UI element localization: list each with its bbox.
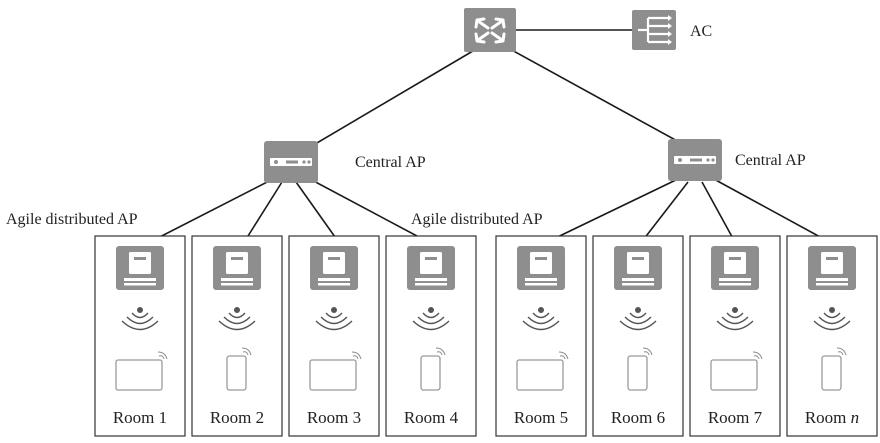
room-box: Room 2 bbox=[191, 235, 283, 437]
agile-ap-icon bbox=[310, 246, 358, 290]
room-label-text: Room 4 bbox=[404, 408, 459, 427]
tablet-icon bbox=[516, 351, 569, 391]
room-box: Room n bbox=[786, 235, 878, 437]
phone-icon bbox=[627, 347, 653, 391]
agile-ap-icon bbox=[614, 246, 662, 290]
room-label-text: Room 3 bbox=[307, 408, 361, 427]
agile-ap-icon bbox=[213, 246, 261, 290]
access-controller-icon bbox=[632, 10, 676, 50]
room-label-text: Room 1 bbox=[113, 408, 167, 427]
wifi-signal-icon bbox=[412, 307, 450, 331]
router-icon bbox=[464, 8, 516, 52]
room-label: Room 4 bbox=[404, 408, 459, 427]
room-label-text: Room bbox=[805, 408, 851, 427]
tablet-icon bbox=[115, 351, 168, 391]
central-ap-right-icon bbox=[668, 139, 722, 181]
room-box: Room 5 bbox=[495, 235, 587, 437]
link-router-central-ap-right bbox=[507, 47, 691, 149]
wifi-signal-icon bbox=[218, 307, 256, 331]
link-central-right-room7 bbox=[701, 181, 737, 245]
wifi-signal-icon bbox=[522, 307, 560, 331]
room-label-text: Room 2 bbox=[210, 408, 264, 427]
room-label-suffix: n bbox=[851, 408, 860, 427]
central-ap-right-label: Central AP bbox=[735, 152, 806, 169]
room-label: Room 1 bbox=[113, 408, 167, 427]
room-label: Room 2 bbox=[210, 408, 264, 427]
agile-ap-icon bbox=[116, 246, 164, 290]
wifi-signal-icon bbox=[121, 307, 159, 331]
ac-label: AC bbox=[690, 23, 712, 40]
wifi-signal-icon bbox=[619, 307, 657, 331]
room-label-text: Room 7 bbox=[708, 408, 763, 427]
room-box: Room 4 bbox=[385, 235, 477, 437]
central-ap-left-icon bbox=[264, 141, 318, 183]
link-central-right-room5 bbox=[542, 177, 681, 245]
agile-ap-right-label: Agile distributed AP bbox=[411, 211, 543, 228]
agile-ap-icon bbox=[808, 246, 856, 290]
agile-ap-icon bbox=[407, 246, 455, 290]
phone-icon bbox=[821, 347, 847, 391]
room-label: Room 7 bbox=[708, 408, 763, 427]
room-label: Room n bbox=[805, 408, 859, 427]
link-central-right-roomn bbox=[711, 177, 834, 245]
room-box: Room 3 bbox=[288, 235, 380, 437]
agile-ap-left-label: Agile distributed AP bbox=[6, 211, 138, 228]
link-central-left-room1 bbox=[145, 177, 276, 245]
room-label: Room 5 bbox=[514, 408, 568, 427]
link-central-right-room6 bbox=[639, 181, 689, 245]
link-router-central-ap-left bbox=[304, 47, 479, 151]
wifi-signal-icon bbox=[315, 307, 353, 331]
agile-ap-icon bbox=[711, 246, 759, 290]
phone-icon bbox=[420, 347, 446, 391]
tablet-icon bbox=[710, 351, 763, 391]
room-box: Room 7 bbox=[689, 235, 781, 437]
room-label-text: Room 6 bbox=[611, 408, 665, 427]
room-label: Room 6 bbox=[611, 408, 665, 427]
wifi-signal-icon bbox=[813, 307, 851, 331]
room-box: Room 6 bbox=[592, 235, 684, 437]
link-central-left-room4 bbox=[307, 177, 433, 245]
room-label-text: Room 5 bbox=[514, 408, 568, 427]
tablet-icon bbox=[309, 351, 362, 391]
central-ap-left-label: Central AP bbox=[355, 154, 426, 171]
room-label: Room 3 bbox=[307, 408, 361, 427]
room-box: Room 1 bbox=[94, 235, 186, 437]
phone-icon bbox=[226, 347, 252, 391]
link-central-left-room3 bbox=[295, 181, 341, 245]
link-central-left-room2 bbox=[242, 181, 283, 245]
wifi-signal-icon bbox=[716, 307, 754, 331]
connection-lines bbox=[145, 29, 834, 245]
agile-ap-icon bbox=[517, 246, 565, 290]
rooms-group: Room 1 Room 2 Room 3 Room 4 Room 5 Room 6 Room… bbox=[94, 235, 878, 437]
